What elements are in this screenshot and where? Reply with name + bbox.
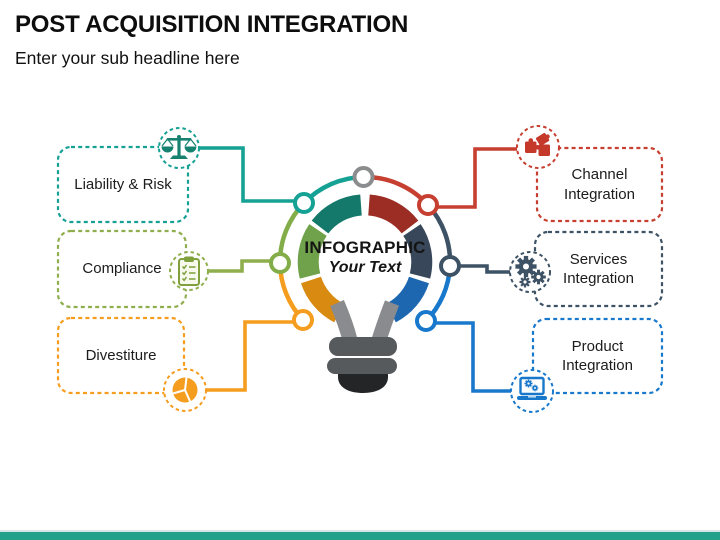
divestiture-label-text: Divestiture: [85, 346, 157, 364]
node-teal: [293, 192, 315, 214]
divestiture-box: [56, 316, 186, 395]
ring-segment-red: [367, 194, 419, 234]
scales-icon: [161, 135, 197, 159]
services-label: Services Integration: [535, 232, 662, 306]
ring-segment-teal: [311, 194, 363, 234]
compliance-connector: [206, 259, 274, 273]
channel-label-text: Channel Integration: [564, 166, 635, 203]
liability-label-text: Liability & Risk: [74, 175, 172, 193]
node-red: [417, 194, 439, 216]
lightbulb-base: [327, 300, 400, 393]
center-text-line2: Your Text: [328, 259, 402, 276]
puzzle-icon: [525, 132, 550, 156]
page-title: POST ACQUISITION INTEGRATION: [15, 11, 409, 38]
node-green: [269, 252, 291, 274]
services-connector: [454, 264, 512, 274]
liability-label: Liability & Risk: [58, 147, 188, 222]
channel-label: Channel Integration: [537, 148, 662, 221]
node-top: [352, 166, 375, 188]
product-label-text: Product Integration: [562, 337, 633, 375]
clipboard-icon: [178, 256, 200, 286]
ring-segment-green: [297, 224, 327, 279]
pie-chart-icon: [172, 376, 198, 403]
services-label-text: Services Integration: [563, 250, 634, 288]
center-text: INFOGRAPHIC Your Text: [285, 238, 445, 277]
channel-box: [535, 146, 664, 223]
product-label: Product Integration: [533, 319, 662, 393]
node-orange: [292, 309, 314, 331]
compliance-label: Compliance: [58, 231, 186, 307]
ring-segment-slate: [403, 224, 433, 279]
laptop-icon: [517, 376, 547, 400]
divestiture-label: Divestiture: [58, 318, 184, 393]
page-subtitle: Enter your sub headline here: [15, 48, 240, 68]
node-blue: [415, 310, 437, 332]
channel-connector: [432, 147, 517, 209]
center-text-line1: INFOGRAPHIC: [304, 238, 426, 257]
footer-accent-bar: [0, 530, 720, 540]
product-connector: [430, 321, 511, 393]
divestiture-connector: [204, 320, 296, 392]
compliance-label-text: Compliance: [82, 260, 162, 278]
liability-connector: [199, 146, 300, 203]
product-box: [531, 317, 664, 395]
liability-box: [56, 145, 190, 224]
node-slate: [439, 255, 461, 277]
